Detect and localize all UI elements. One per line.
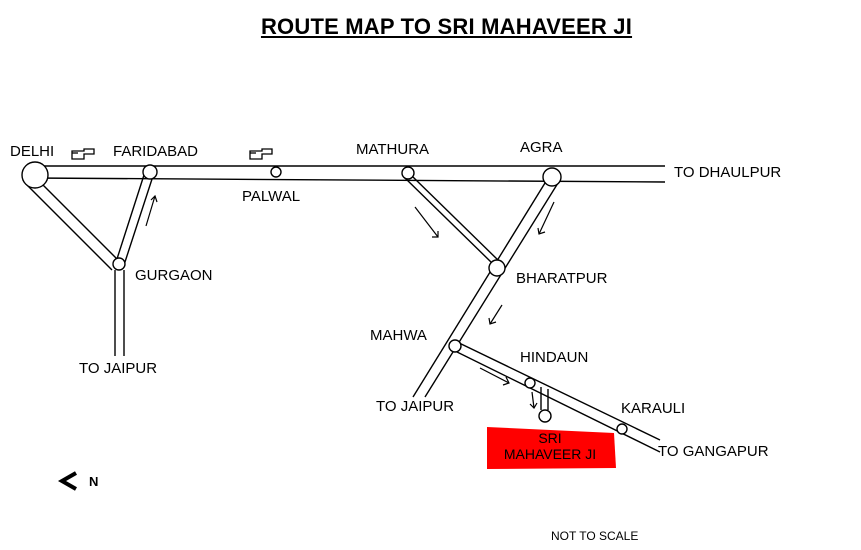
bharatpur-marker bbox=[488, 259, 506, 277]
gurgaon-marker bbox=[112, 257, 126, 271]
label-mathura: MATHURA bbox=[356, 141, 430, 158]
direction-arrow-icon bbox=[145, 194, 158, 227]
karauli-marker bbox=[616, 423, 628, 435]
destination-label: SRI MAHAVEER JI bbox=[490, 430, 610, 462]
road-gurgaon-faridabad-a bbox=[115, 174, 145, 263]
mahwa-marker bbox=[448, 339, 462, 353]
map-title: ROUTE MAP TO SRI MAHAVEER JI bbox=[260, 14, 633, 39]
label-to-gangapur: TO GANGAPUR bbox=[658, 443, 769, 460]
towns bbox=[21, 161, 628, 435]
direction-arrow-icon bbox=[414, 206, 439, 238]
mathura-marker bbox=[401, 166, 415, 180]
direction-arrow-icon bbox=[488, 304, 503, 325]
label-palwal: PALWAL bbox=[242, 188, 301, 205]
direction-arrow-icon bbox=[479, 367, 510, 386]
palwal-marker bbox=[270, 166, 282, 178]
pointing-hand-icon bbox=[71, 148, 95, 160]
agra-marker bbox=[542, 167, 562, 187]
north-arrow-icon bbox=[57, 471, 77, 491]
road-mathura-bharatpur-b bbox=[412, 176, 501, 263]
road-mahwa-gangapur-a bbox=[454, 340, 661, 441]
direction-arrows bbox=[145, 194, 555, 409]
scale-note: NOT TO SCALE bbox=[551, 529, 639, 543]
road-mathura-bharatpur-a bbox=[404, 177, 493, 264]
hindaun-marker bbox=[524, 377, 536, 389]
destination-line-2: MAHAVEER JI bbox=[503, 446, 597, 462]
label-to-jaipur-south: TO JAIPUR bbox=[376, 398, 455, 415]
direction-arrow-icon bbox=[529, 391, 538, 409]
faridabad-marker bbox=[142, 164, 158, 180]
roads bbox=[25, 165, 666, 453]
north-label: N bbox=[89, 474, 99, 489]
label-karauli: KARAULI bbox=[621, 400, 686, 417]
road-mahwa-gangapur-b bbox=[454, 350, 661, 453]
destination-line-1: SRI bbox=[538, 430, 562, 446]
road-agra-jaipur-b bbox=[424, 182, 559, 398]
sri-mahaveer-ji-marker bbox=[538, 409, 552, 423]
label-mahwa: MAHWA bbox=[370, 327, 427, 344]
delhi-marker bbox=[21, 161, 49, 189]
road-delhi-gurgaon-a bbox=[25, 183, 113, 271]
destination-area bbox=[487, 427, 616, 469]
label-delhi: DELHI bbox=[10, 143, 55, 160]
pointing-hand-icon bbox=[249, 148, 273, 160]
road-delhi-dhaulpur-bottom bbox=[29, 177, 666, 183]
label-gurgaon: GURGAON bbox=[135, 267, 213, 284]
direction-arrow-icon bbox=[537, 201, 555, 235]
road-agra-jaipur-a bbox=[412, 182, 546, 398]
label-agra: AGRA bbox=[520, 139, 563, 156]
label-to-dhaulpur: TO DHAULPUR bbox=[674, 164, 782, 181]
road-delhi-gurgaon-b bbox=[37, 179, 121, 263]
label-to-jaipur-west: TO JAIPUR bbox=[79, 360, 158, 377]
road-gurgaon-faridabad-b bbox=[123, 175, 154, 266]
label-bharatpur: BHARATPUR bbox=[516, 270, 608, 287]
label-faridabad: FARIDABAD bbox=[113, 143, 199, 160]
label-hindaun: HINDAUN bbox=[520, 349, 589, 366]
